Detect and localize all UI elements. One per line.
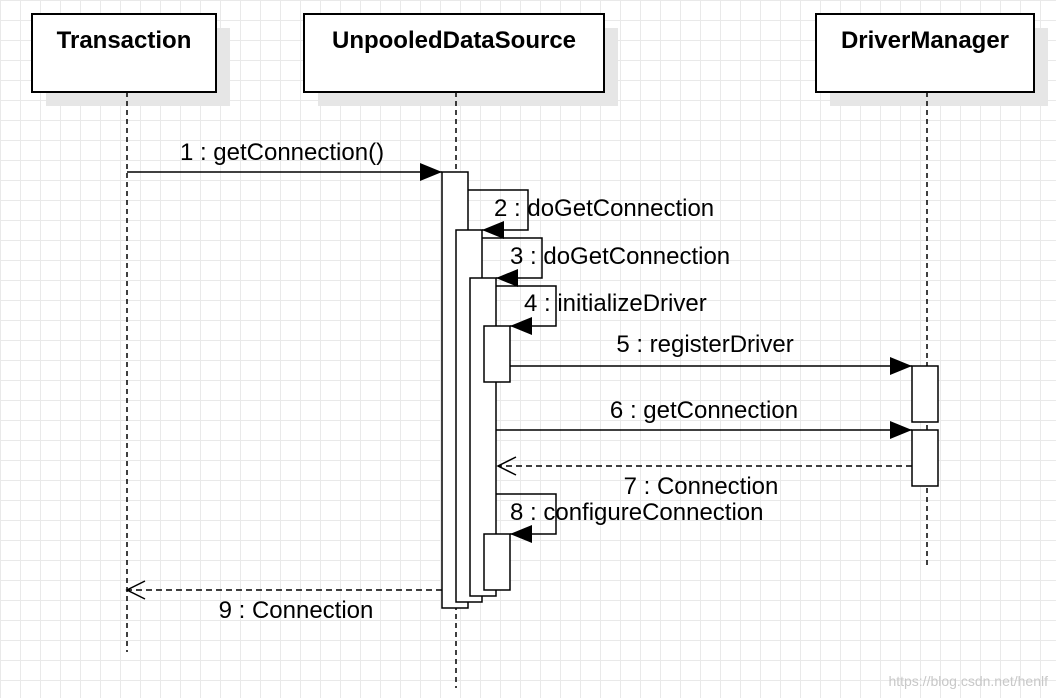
activation-bar-6 bbox=[911, 429, 939, 487]
activation-bar-8 bbox=[483, 533, 511, 591]
message-1[interactable]: 1 : getConnection() bbox=[127, 139, 442, 181]
message-8[interactable]: 8 : configureConnection bbox=[496, 493, 764, 543]
message-arrow bbox=[496, 493, 557, 543]
message-2[interactable]: 2 : doGetConnection bbox=[468, 189, 714, 239]
lifeline-title: UnpooledDataSource bbox=[332, 27, 576, 54]
message-label: 8 : configureConnection bbox=[510, 499, 764, 526]
lifeline-title: Transaction bbox=[57, 27, 192, 54]
message-label: 9 : Connection bbox=[219, 597, 374, 624]
lifeline-transaction[interactable]: Transaction bbox=[31, 13, 230, 106]
message-label: 2 : doGetConnection bbox=[494, 195, 714, 222]
lifeline-box bbox=[303, 13, 605, 93]
lifeline-box bbox=[31, 13, 217, 93]
message-label: 4 : initializeDriver bbox=[524, 290, 707, 317]
open-arrowhead bbox=[496, 456, 517, 476]
message-label: 1 : getConnection() bbox=[180, 139, 384, 166]
message-7[interactable]: 7 : Connection bbox=[496, 456, 912, 500]
message-6[interactable]: 6 : getConnection bbox=[496, 397, 912, 439]
lifeline-title: DriverManager bbox=[841, 27, 1009, 54]
lifeline-driver-manager[interactable]: DriverManager bbox=[815, 13, 1048, 106]
message-label: 7 : Connection bbox=[624, 473, 779, 500]
message-label: 3 : doGetConnection bbox=[510, 243, 730, 270]
activation-bar-5 bbox=[911, 365, 939, 423]
message-label: 5 : registerDriver bbox=[616, 331, 793, 358]
watermark: https://blog.csdn.net/henlf bbox=[888, 673, 1048, 689]
message-9[interactable]: 9 : Connection bbox=[125, 580, 442, 624]
message-5[interactable]: 5 : registerDriver bbox=[510, 331, 912, 375]
message-label: 6 : getConnection bbox=[610, 397, 798, 424]
lifeline-unpooled-data-source[interactable]: UnpooledDataSource bbox=[303, 13, 618, 106]
lifeline-box bbox=[815, 13, 1035, 93]
message-3[interactable]: 3 : doGetConnection bbox=[482, 237, 730, 287]
message-arrow bbox=[482, 237, 543, 287]
open-arrowhead bbox=[125, 580, 146, 600]
message-arrow bbox=[468, 189, 529, 239]
message-4[interactable]: 4 : initializeDriver bbox=[496, 285, 707, 335]
message-arrow bbox=[496, 285, 557, 335]
activation-bar-4 bbox=[483, 325, 511, 383]
